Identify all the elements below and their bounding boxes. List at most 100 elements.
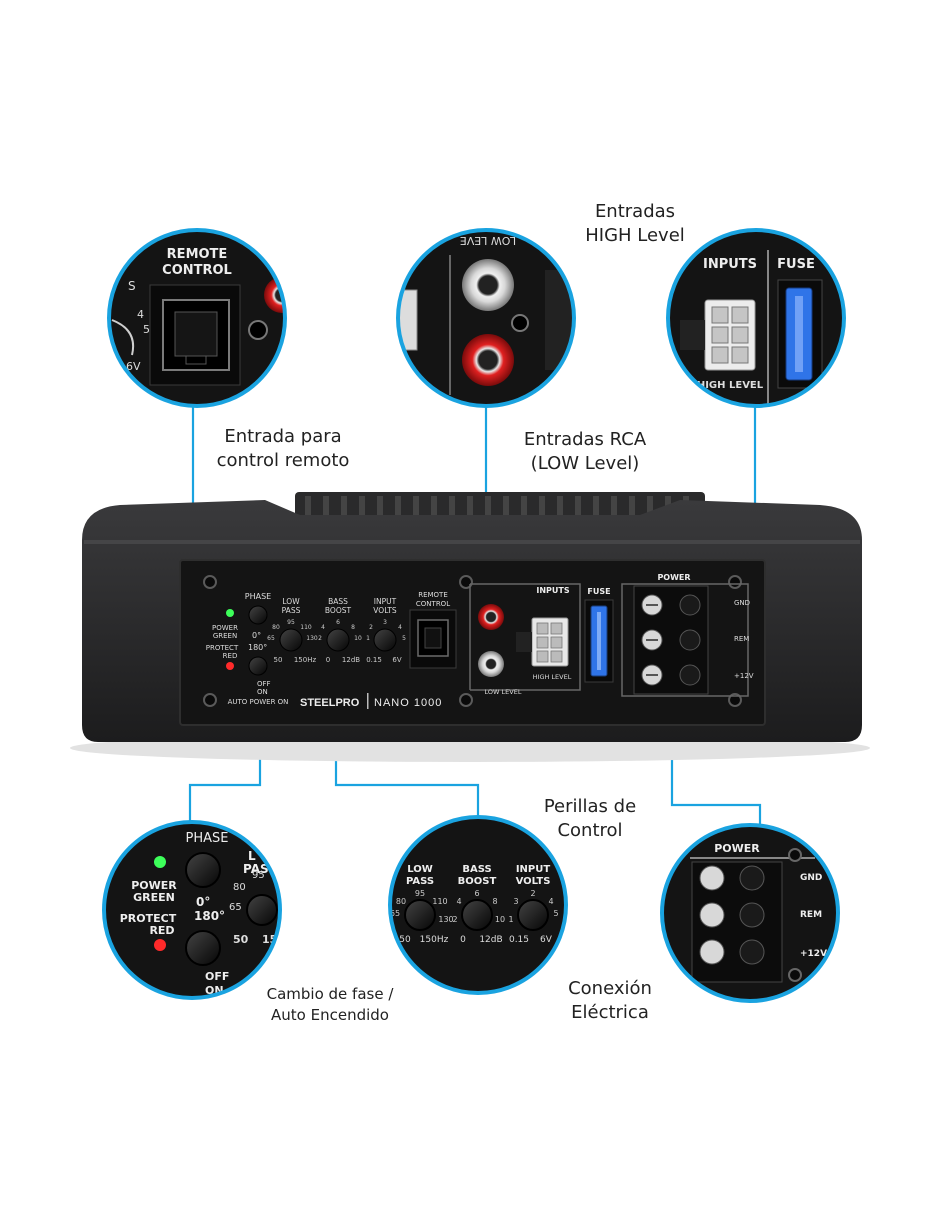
panel-bass-tick: 4	[321, 624, 325, 631]
zoom-phase-label: PHASE	[186, 831, 229, 846]
zoom-gnd: GND	[800, 873, 822, 883]
panel-lp-tick: 150Hz	[294, 656, 317, 664]
panel-volts-1: INPUT	[374, 597, 397, 606]
zoom-knob-bass-tick: 8	[492, 897, 497, 906]
low-pass-knob[interactable]	[279, 628, 303, 652]
panel-screws	[203, 575, 742, 707]
zoom-rca-red	[462, 334, 514, 386]
panel-bass-tick: 8	[351, 624, 355, 631]
control-panel	[179, 559, 766, 726]
panel-remote-2: CONTROL	[416, 600, 450, 608]
zoom-knob-volts-tick: 5	[553, 909, 558, 918]
zoom-lp-partial: PAS	[243, 862, 269, 876]
zoom-remote-side: 5	[143, 323, 150, 336]
zoom-rca-inputs: LOW LEVE	[398, 230, 574, 406]
bass-boost-knob[interactable]	[326, 628, 350, 652]
zoom-lp-tick: 50	[233, 933, 249, 946]
caption-line: control remoto	[216, 450, 350, 471]
panel-low-level: LOW LEVEL	[485, 688, 522, 696]
caption-line: Entradas RCA	[523, 429, 647, 450]
zoom-knob-lp-tick: 65	[390, 909, 400, 918]
panel-bass-2: BOOST	[325, 606, 352, 615]
zoom-power-green-1: POWER	[131, 879, 177, 892]
zoom-knob-lp-2: PASS	[406, 876, 434, 887]
rca-white-input[interactable]	[478, 651, 504, 677]
zoom-knob-lp-tick: 110	[432, 897, 447, 906]
panel-protect-red-1: PROTECT	[206, 644, 239, 652]
panel-volts-tick: 0.15	[366, 656, 382, 664]
zoom-knob-volts-tick: 4	[548, 897, 553, 906]
caption-remote: Entrada para control remoto	[198, 425, 368, 473]
caption-line: Eléctrica	[571, 1002, 649, 1023]
zoom-rem: REM	[800, 910, 822, 920]
panel-gnd: GND	[734, 599, 750, 607]
zoom-knob-bass-tick: 6	[474, 889, 479, 898]
caption-high-level: Entradas HIGH Level	[555, 200, 715, 248]
zoom-knob-volts-tick: 0.15	[509, 935, 529, 945]
panel-low-pass-1: LOW	[282, 597, 300, 606]
panel-volts-tick: 6V	[392, 656, 401, 664]
caption-line: (LOW Level)	[530, 453, 640, 474]
caption-line: Perillas de	[543, 796, 637, 817]
panel-low-pass-2: PASS	[282, 606, 301, 615]
zoom-power-green-2: GREEN	[133, 891, 175, 904]
panel-fuse: FUSE	[587, 587, 610, 596]
zoom-remote-side: S	[128, 279, 136, 293]
zoom-knob-lp-tick: 150Hz	[420, 935, 449, 945]
zoom-knob-lp-1: LOW	[407, 864, 433, 875]
phase-switch[interactable]	[248, 605, 268, 625]
rca-red-input[interactable]	[478, 604, 504, 630]
panel-auto-on: ON	[257, 688, 268, 696]
zoom-rca-white	[462, 259, 514, 311]
caption-line: Auto Encendido	[271, 1006, 389, 1024]
zoom-remote-control: REMOTE CONTROL S 4 5 6V	[109, 230, 285, 406]
zoom-knob-bass-1: BASS	[462, 864, 491, 875]
zoom-fuse: FUSE	[777, 257, 815, 272]
zoom-remote-side: 6V	[126, 360, 141, 373]
panel-high-level: HIGH LEVEL	[533, 673, 572, 681]
zoom-knob-volts-1: INPUT	[516, 864, 551, 875]
zoom-remote-title-1: REMOTE	[167, 247, 228, 262]
panel-lp-tick: 130	[306, 635, 318, 642]
panel-lp-tick: 110	[300, 624, 312, 631]
auto-power-switch[interactable]	[248, 656, 268, 676]
panel-volts-tick: 5	[402, 635, 406, 642]
caption-knobs: Perillas de Control	[510, 795, 670, 843]
panel-power-green-1: POWER	[212, 624, 238, 632]
zoom-knob-bass-2: BOOST	[458, 876, 497, 887]
panel-lp-tick: 65	[267, 635, 275, 642]
panel-bass-tick: 6	[336, 619, 340, 626]
zoom-knob-bass-tick: 2	[452, 915, 457, 924]
panel-auto-power-on: AUTO POWER ON	[228, 698, 289, 706]
panel-phase-label: PHASE	[245, 592, 271, 601]
panel-inputs: INPUTS	[536, 586, 569, 595]
zoom-off: OFF	[205, 970, 229, 983]
zoom-knob-lp-tick: 80	[396, 897, 406, 906]
zoom-lp-tick: 95	[252, 870, 265, 881]
panel-lp-tick: 50	[274, 656, 283, 664]
panel-bass-tick: 0	[326, 656, 330, 664]
caption-power: Conexión Eléctrica	[545, 977, 675, 1025]
zoom-protect-red-1: PROTECT	[120, 912, 177, 925]
panel-protect-red-2: RED	[223, 652, 238, 660]
zoom-lp-tick: 65	[229, 902, 242, 913]
zoom-remote-side: 4	[137, 308, 144, 321]
panel-volts-tick: 1	[366, 635, 370, 642]
power-led-green	[226, 609, 234, 617]
input-volts-knob[interactable]	[373, 628, 397, 652]
zoom-knob-bass-tick: 12dB	[479, 935, 502, 945]
zoom-high-level-label: HIGH LEVEL	[697, 380, 764, 391]
panel-rem: REM	[734, 635, 749, 643]
protect-led-red	[226, 662, 234, 670]
panel-lp-tick: 95	[287, 619, 295, 626]
zoom-knob-lp-tick: 50	[399, 935, 411, 945]
zoom-phase-0: 0°	[196, 895, 210, 909]
zoom-knob-bass-tick: 0	[460, 935, 466, 945]
zoom-lp-tick: 80	[233, 882, 246, 893]
zoom-phase: PHASE POWER GREEN PROTECT RED 0° 180° OF…	[104, 822, 280, 998]
zoom-knob-volts-tick: 2	[530, 889, 535, 898]
panel-volts-tick: 4	[398, 624, 402, 631]
panel-auto-off: OFF	[257, 680, 271, 688]
caption-line: Control	[557, 820, 623, 841]
caption-line: Entrada para	[224, 426, 342, 447]
